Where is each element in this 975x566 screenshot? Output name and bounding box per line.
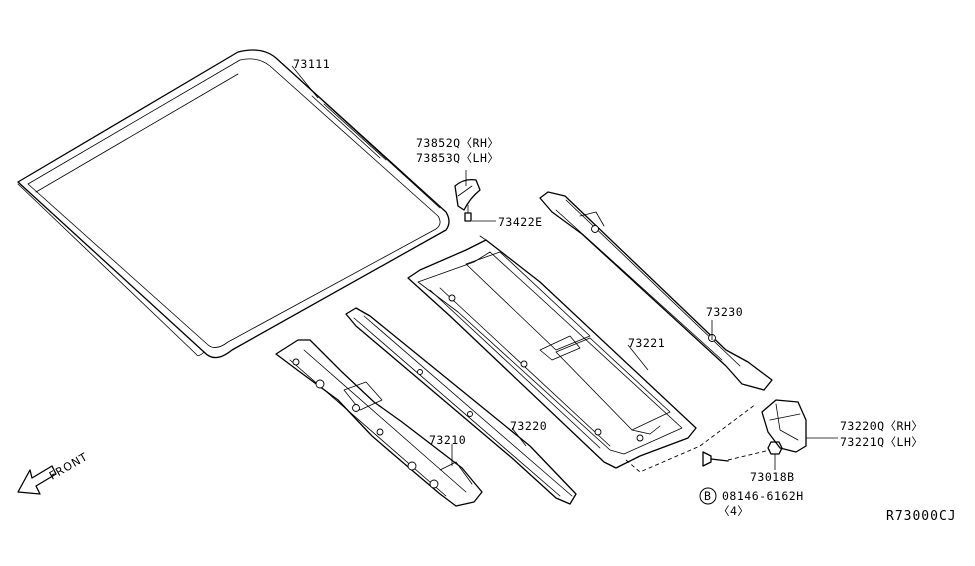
- diagram-code: R73000CJ: [886, 509, 957, 524]
- roof-rail-rear: [539, 191, 773, 391]
- corner-bracket: [761, 399, 807, 453]
- callout-bolt-part: 08146-6162H: [722, 489, 804, 503]
- clip-73422e: [464, 204, 472, 222]
- callout-73221: 73221: [628, 336, 665, 350]
- callout-73422e: 73422E: [498, 215, 543, 229]
- nut-73018b: [767, 441, 783, 455]
- callout-73852q: 73852Q〈RH〉: [416, 136, 499, 150]
- roof-rail-middle: [345, 307, 577, 505]
- bolt-symbol: B: [704, 489, 711, 503]
- sunroof-frame: [407, 235, 697, 469]
- callout-73220: 73220: [510, 419, 547, 433]
- front-arrow-icon: [17, 465, 57, 495]
- callout-73210: 73210: [429, 433, 466, 447]
- front-direction-indicator: FRONT: [17, 450, 90, 495]
- roof-panel: [17, 49, 450, 359]
- callout-73230: 73230: [706, 305, 743, 319]
- callout-bolt-qty: 〈4〉: [718, 504, 749, 518]
- roof-rail-front: [275, 339, 483, 507]
- front-label: FRONT: [47, 450, 90, 483]
- callout-73018b: 73018B: [750, 470, 795, 484]
- bolt: [702, 451, 729, 467]
- leader-lines: [291, 65, 838, 470]
- callout-73111: 73111: [293, 57, 330, 71]
- roof-bracket: [454, 178, 481, 211]
- callout-73853q: 73853Q〈LH〉: [416, 151, 499, 165]
- bolt-callout: B 08146-6162H 〈4〉: [699, 487, 804, 518]
- callout-73220q: 73220Q〈RH〉: [840, 419, 923, 433]
- callout-73221q: 73221Q〈LH〉: [840, 435, 923, 449]
